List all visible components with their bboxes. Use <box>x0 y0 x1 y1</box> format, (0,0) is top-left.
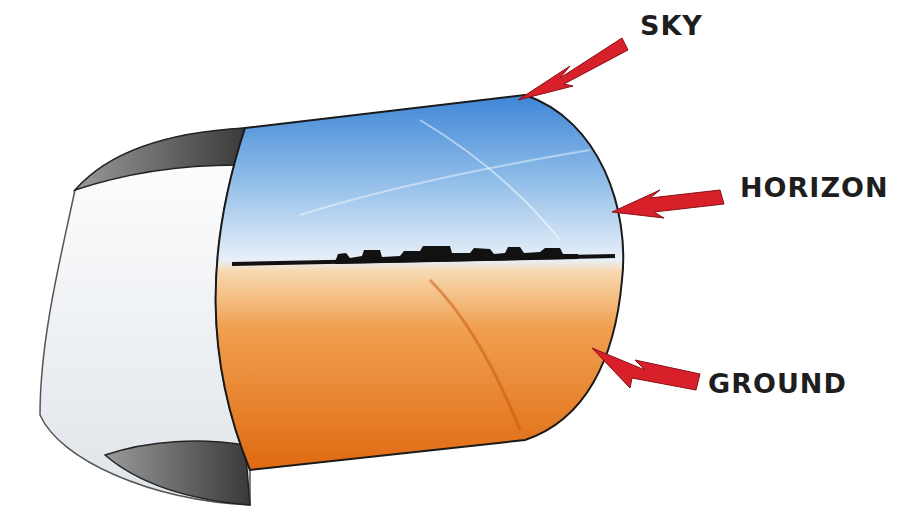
callout-label: HORIZON <box>740 172 889 203</box>
callout-label: GROUND <box>708 368 847 399</box>
callout-arrow <box>612 190 724 218</box>
callout-label: SKY <box>640 10 703 41</box>
reflection-streak <box>420 120 560 240</box>
road-streak <box>430 280 520 430</box>
inner-shadow-bottom <box>105 441 250 505</box>
cylinder-surface <box>216 95 624 470</box>
callout-arrow <box>518 38 628 100</box>
horizon-silhouette <box>335 246 578 264</box>
callout-arrow <box>592 348 700 390</box>
reflection-streak <box>300 150 590 215</box>
inner-shadow-top <box>75 128 245 190</box>
